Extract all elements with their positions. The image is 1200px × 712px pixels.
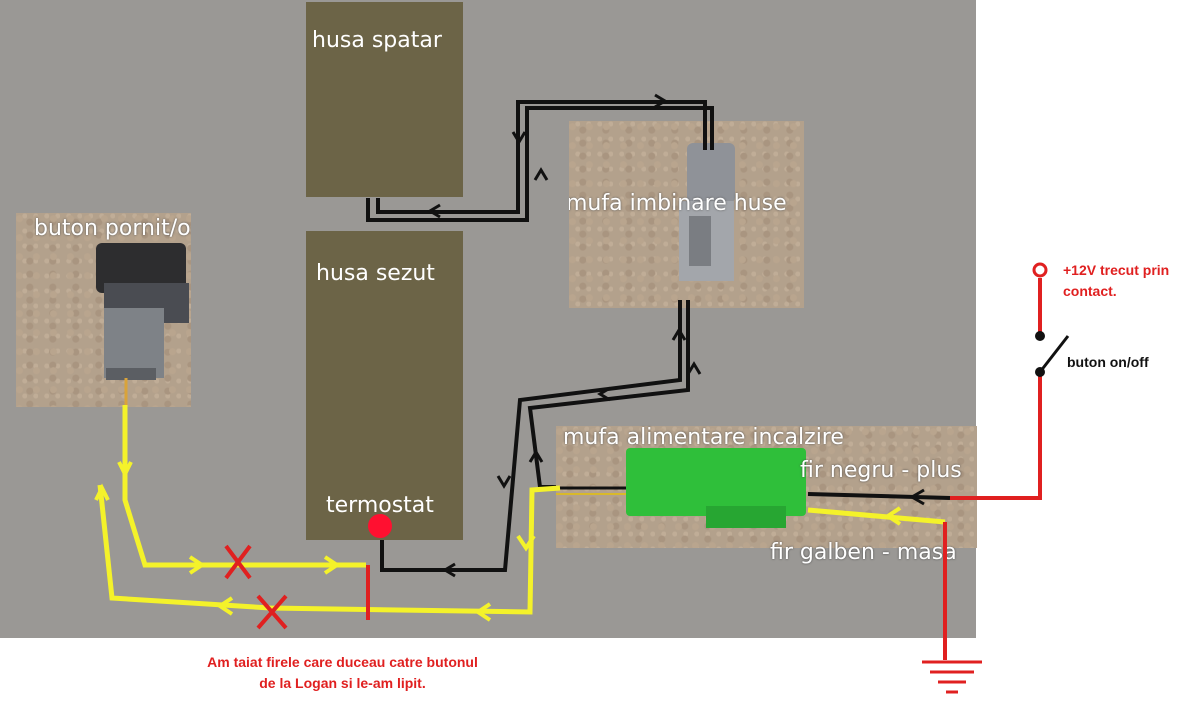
husa-spatar-label: husa spatar bbox=[312, 28, 442, 53]
green-connector-icon bbox=[556, 448, 806, 528]
husa-sezut-block: husa sezut termostat bbox=[306, 231, 463, 540]
black-wire-plus bbox=[807, 492, 951, 500]
black-wire-down-2 bbox=[527, 300, 690, 489]
black-arrow-7 bbox=[597, 386, 611, 402]
black-wire-top-2 bbox=[376, 100, 707, 214]
supply-terminal bbox=[1032, 262, 1048, 278]
mufa-imbinare-label: mufa imbinare huse bbox=[569, 191, 787, 216]
black-arrow-10 bbox=[442, 562, 456, 578]
yellow-arrow-6 bbox=[474, 602, 492, 622]
yellow-wire-outer bbox=[97, 484, 561, 615]
black-arrow-9 bbox=[528, 449, 544, 463]
fir-negru-label: fir negru - plus bbox=[800, 458, 962, 483]
black-arrow-8 bbox=[496, 475, 512, 489]
yellow-arrow-4 bbox=[323, 555, 341, 575]
black-wire-top bbox=[366, 106, 714, 222]
mufa-alimentare-label: mufa alimentare incalzire bbox=[563, 425, 844, 450]
supply-label: +12V trecut prin contact. bbox=[1063, 262, 1170, 299]
cut-wires-note: Am taiat firele care duceau catre butonu… bbox=[207, 654, 478, 691]
cut-mark-1 bbox=[224, 544, 252, 580]
switch-lever bbox=[1038, 335, 1070, 373]
black-arrow-6 bbox=[686, 361, 702, 375]
buton-photo: buton pornit/oprit bbox=[16, 213, 191, 407]
husa-spatar-block: husa spatar bbox=[306, 2, 463, 197]
connector-photo-icon bbox=[679, 143, 735, 281]
yellow-arrow-3 bbox=[188, 555, 206, 575]
black-wire-down bbox=[380, 300, 682, 572]
yellow-wire-right bbox=[807, 507, 946, 525]
switch-photo-icon bbox=[96, 243, 189, 407]
yellow-arrow-1 bbox=[117, 461, 133, 479]
red-wire-supply bbox=[950, 375, 1042, 500]
buton-photo-label: buton pornit/oprit bbox=[34, 216, 191, 241]
cut-mark-2 bbox=[256, 594, 288, 630]
yellow-arrow-5 bbox=[216, 596, 234, 616]
yellow-wire-inner bbox=[122, 405, 366, 568]
black-arrow-plus bbox=[909, 488, 925, 506]
yellow-arrow-2 bbox=[94, 483, 110, 501]
termostat-dot bbox=[368, 514, 392, 538]
mufa-imbinare-photo: mufa imbinare huse bbox=[569, 121, 804, 308]
yellow-arrow-8 bbox=[884, 506, 902, 526]
mufa-alimentare-photo bbox=[556, 426, 977, 548]
husa-sezut-label: husa sezut bbox=[316, 261, 435, 286]
black-arrow-5 bbox=[671, 327, 687, 341]
yellow-arrow-7 bbox=[516, 534, 536, 552]
black-arrow-2 bbox=[654, 93, 668, 109]
fir-galben-label: fir galben - masa bbox=[770, 540, 957, 565]
termostat-label: termostat bbox=[326, 493, 434, 518]
black-arrow-3 bbox=[511, 131, 527, 145]
switch-label: buton on/off bbox=[1067, 354, 1149, 370]
black-arrow-1 bbox=[427, 203, 441, 219]
black-arrow-4 bbox=[533, 167, 549, 181]
switch-contact-top bbox=[1035, 331, 1045, 341]
